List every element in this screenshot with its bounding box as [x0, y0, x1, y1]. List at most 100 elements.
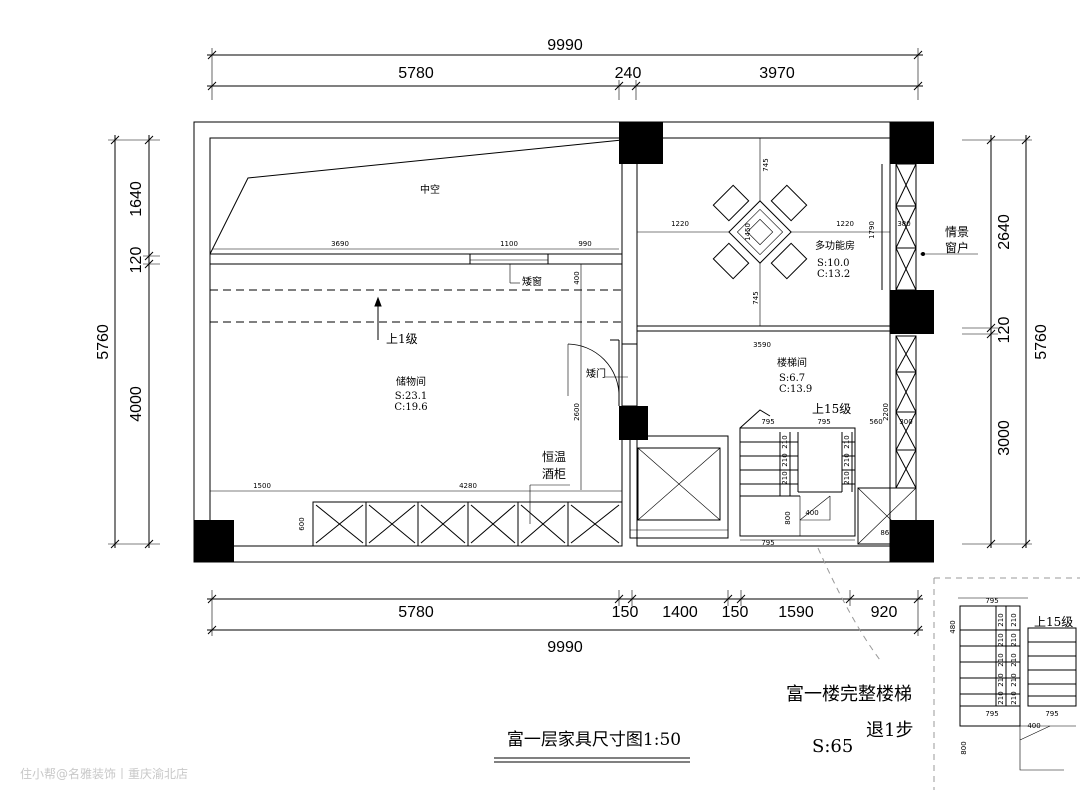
stair-room-name: 楼梯间: [777, 356, 807, 369]
low-window-label: 矮窗: [522, 275, 542, 288]
low-door-label: 矮门: [586, 367, 606, 380]
dim-1450: 1450: [744, 223, 752, 241]
dim-795-b: 795: [817, 418, 830, 426]
right-dim-1: 2640: [996, 214, 1013, 250]
drawing-title-block: 富一层家具尺寸图1:50: [494, 730, 690, 763]
dim-1100: 1100: [500, 240, 518, 248]
column-mid-door: [619, 406, 648, 440]
dim-300: 300: [899, 418, 912, 426]
multi-room-name: 多功能房: [815, 239, 855, 252]
stair-detail-inset: 795 480 210 210 210 210 210 210 210 210 …: [786, 577, 1080, 790]
inset-dim-210-c: 210: [997, 653, 1005, 666]
dim-2600: 2600: [573, 403, 581, 421]
inset-up-fifteen-label: 上15级: [1034, 615, 1073, 629]
right-total-dim: 5760: [1033, 324, 1050, 360]
storage-room: 上1级 矮窗 400 2600 矮门 储物间 S:23.1 C:19.6 恒温 …: [210, 264, 637, 547]
wine-cabinet-label-2: 酒柜: [542, 467, 566, 481]
inset-dim-210-h: 210: [1010, 653, 1018, 666]
up-fifteen-label: 上15级: [812, 402, 851, 416]
scenic-window-label-2: 窗户: [945, 240, 969, 255]
void-label: 中空: [420, 183, 440, 196]
dim-1220-right: 1220: [836, 220, 854, 228]
dining-table-icon: [712, 184, 808, 280]
inset-area: S:65: [812, 736, 853, 757]
inset-dim-795-top: 795: [985, 597, 998, 605]
inset-dim-800: 800: [960, 741, 968, 754]
inset-note-line-2: 退1步: [866, 720, 913, 741]
structural-columns: [194, 122, 934, 562]
dim-1220-left: 1220: [671, 220, 689, 228]
outer-walls: [193, 121, 934, 563]
bottom-total-dim: 9990: [547, 639, 583, 656]
dim-745-top: 745: [762, 158, 770, 171]
dim-210-f: 210: [843, 471, 851, 484]
wine-cabinet-label-1: 恒温: [542, 450, 566, 464]
dim-745-bottom: 745: [752, 291, 760, 304]
column-bottom-left: [194, 520, 234, 562]
inset-dim-210-i: 210: [1010, 673, 1018, 686]
inset-dim-795-left: 795: [985, 710, 998, 718]
dim-1500: 1500: [253, 482, 271, 490]
dim-210-d: 210: [843, 435, 851, 448]
dim-990: 990: [578, 240, 591, 248]
scenic-window-label-1: 情景: [945, 225, 969, 239]
bottom-dim-1: 5780: [398, 604, 434, 621]
inset-dim-210-f: 210: [1010, 613, 1018, 626]
inset-note-line-1: 富一楼完整楼梯: [786, 684, 912, 705]
stair-room-area: S:6.7: [779, 373, 805, 384]
dim-4280: 4280: [459, 482, 477, 490]
dim-600: 600: [298, 517, 306, 530]
dim-2200: 2200: [882, 403, 890, 421]
drawing-title: 富一层家具尺寸图1:50: [507, 730, 681, 750]
right-dim-2: 120: [996, 317, 1013, 344]
bottom-dim-5: 1590: [778, 604, 814, 621]
up-one-step-label: 上1级: [386, 332, 418, 346]
inset-dim-210-e: 210: [997, 691, 1005, 704]
top-dimensions: 9990 5780 240 3970: [207, 37, 923, 100]
right-dimensions: 2640 120 3000 5760: [962, 135, 1050, 549]
void-area: 中空 3690 1100 990: [209, 139, 623, 265]
watermark: 住小帮@名雅装饰丨重庆渝北店: [20, 766, 188, 781]
multi-room-perimeter: C:13.2: [817, 269, 850, 280]
inset-dim-400: 400: [1027, 722, 1040, 730]
inset-dim-210-d: 210: [997, 673, 1005, 686]
inset-dim-795-right: 795: [1045, 710, 1058, 718]
bottom-dimensions: 5780 150 1400 150 1590 920 9990: [207, 590, 923, 656]
dim-210-a: 210: [781, 435, 789, 448]
dim-1790: 1790: [868, 221, 876, 239]
left-total-dim: 5760: [95, 324, 112, 360]
right-dim-3: 3000: [996, 420, 1013, 456]
left-dim-1: 1640: [128, 181, 145, 217]
dim-795-a: 795: [761, 418, 774, 426]
column-bottom-right: [890, 520, 934, 562]
storage-room-perimeter: C:19.6: [394, 402, 427, 413]
left-dimensions: 5760 1640 120 4000: [95, 135, 160, 549]
inset-dim-210-j: 210: [1010, 691, 1018, 704]
inset-dim-480: 480: [949, 620, 957, 633]
column-top-right: [890, 122, 934, 164]
bottom-dim-2: 150: [612, 604, 639, 621]
multi-room-area: S:10.0: [817, 258, 850, 269]
dim-400-stair: 400: [805, 509, 818, 517]
bottom-dim-6: 920: [871, 604, 898, 621]
dim-210-e: 210: [843, 453, 851, 466]
bottom-dim-3: 1400: [662, 604, 698, 621]
dim-800: 800: [784, 511, 792, 524]
dim-860: 860: [880, 529, 893, 537]
top-dim-1: 5780: [398, 65, 434, 82]
inset-dim-210-g: 210: [1010, 633, 1018, 646]
inset-dim-210-a: 210: [997, 613, 1005, 626]
stair-room: 3590 楼梯间 S:6.7 C:13.9 上15级 795 795 560 2…: [629, 335, 917, 661]
stair-room-perimeter: C:13.9: [779, 384, 812, 395]
dim-400: 400: [573, 271, 581, 284]
column-top-mid: [619, 122, 663, 164]
top-dim-2: 240: [615, 65, 642, 82]
dim-210-b: 210: [781, 453, 789, 466]
left-dim-3: 4000: [128, 386, 145, 422]
top-total-dim: 9990: [547, 37, 583, 54]
inset-dim-210-b: 210: [997, 633, 1005, 646]
dim-3690: 3690: [331, 240, 349, 248]
bottom-dim-4: 150: [722, 604, 749, 621]
dim-560: 560: [869, 418, 882, 426]
